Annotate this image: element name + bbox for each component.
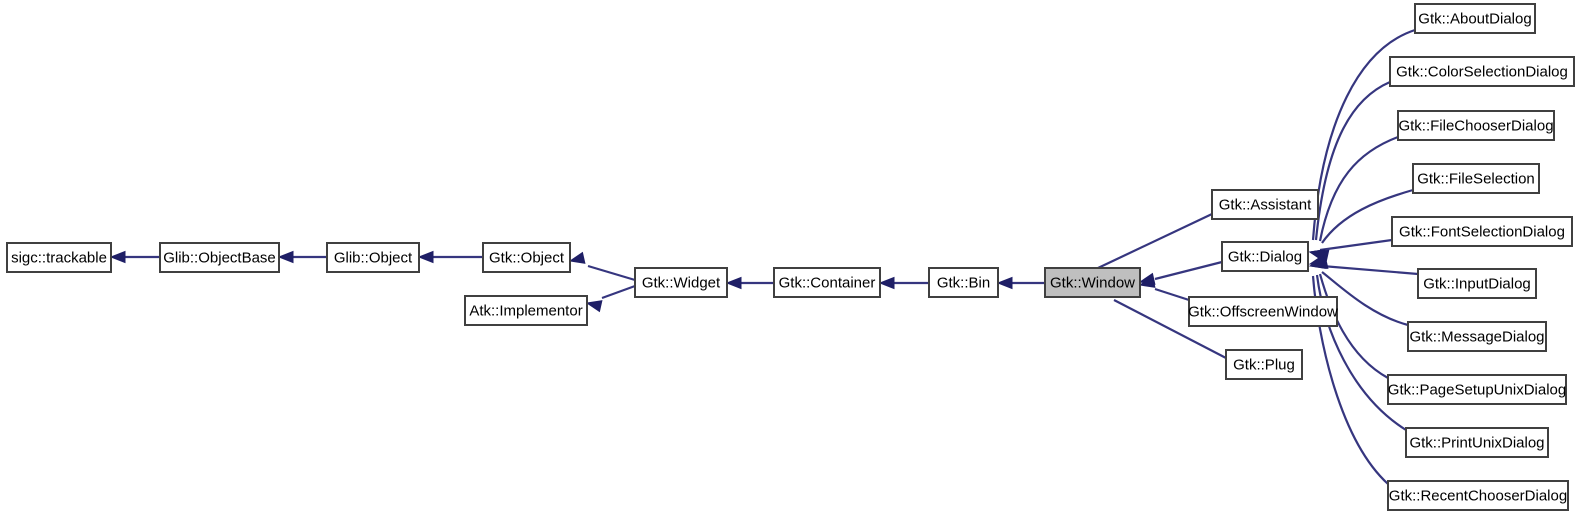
class-node-box[interactable] [464,295,588,326]
inheritance-arrow-icon [725,276,742,290]
inheritance-arrow-icon [1138,275,1156,288]
class-node-box[interactable] [1389,56,1575,87]
class-node-box[interactable] [1391,216,1573,247]
edge-gtk_widget-to-gtk_object [568,251,636,282]
class-node-sigc_trackable[interactable]: sigc::trackablesigc::trackable [6,242,112,273]
inheritance-arrow-icon [996,276,1013,290]
edge-gtk_offscreenwindow-to-gtk_window [1138,275,1190,302]
class-node-box[interactable] [6,242,112,273]
class-node-gtk_fontselectiondialog[interactable]: Gtk::FontSelectionDialogGtk::FontSelecti… [1391,216,1573,247]
edge-gtk_widget-to-atk_implementor [585,284,636,313]
class-node-box[interactable] [1397,110,1555,141]
inheritance-arrow-icon [277,250,294,264]
class-node-box[interactable] [326,242,420,273]
inheritance-arrow-icon [1308,256,1326,269]
class-node-gtk_recentchooserdialog[interactable]: Gtk::RecentChooserDialogGtk::RecentChoos… [1387,480,1569,511]
class-node-box[interactable] [1188,296,1338,327]
class-node-box[interactable] [1221,241,1309,272]
inheritance-arrow-icon [585,300,603,313]
class-node-atk_implementor[interactable]: Atk::ImplementorAtk::Implementor [464,295,588,326]
class-node-gtk_filechooserdialog[interactable]: Gtk::FileChooserDialogGtk::FileChooserDi… [1397,110,1555,141]
class-node-glib_object[interactable]: Glib::ObjectGlib::Object [326,242,420,273]
edge-gtk_window-to-gtk_bin [996,276,1045,290]
class-node-box[interactable] [1405,427,1549,458]
class-node-box[interactable] [159,242,280,273]
class-node-box[interactable] [1412,163,1540,194]
class-node-gtk_pagesetupunixdialog[interactable]: Gtk::PageSetupUnixDialogGtk::PageSetupUn… [1387,374,1567,405]
class-node-box[interactable] [1417,268,1537,299]
edge-gtk_container-to-gtk_widget [725,276,774,290]
class-node-box[interactable] [1044,267,1141,298]
edge-gtk_bin-to-gtk_container [878,276,929,290]
class-node-box[interactable] [1387,374,1567,405]
edge-glib_object-to-glib_objectbase [277,250,327,264]
class-node-box[interactable] [928,267,999,298]
edge-gtk_object-to-glib_object [417,250,483,264]
class-node-box[interactable] [1211,189,1319,220]
inheritance-arrow-icon [109,250,126,264]
class-node-box[interactable] [1407,321,1547,352]
inheritance-arrow-icon [417,250,434,264]
class-node-box[interactable] [1225,349,1303,380]
class-node-box[interactable] [773,267,881,298]
inheritance-arrow-icon [878,276,895,290]
class-node-box[interactable] [634,267,728,298]
class-node-box[interactable] [1414,3,1536,34]
inheritance-arrow-icon [568,251,586,264]
class-node-box[interactable] [1387,480,1569,511]
nodes-layer: sigc::trackablesigc::trackable Glib::Obje… [6,3,1575,511]
class-node-box[interactable] [482,242,571,273]
class-node-gtk_colorselectiondialog[interactable]: Gtk::ColorSelectionDialogGtk::ColorSelec… [1389,56,1575,87]
edge-glib_objectbase-to-sigc_trackable [109,250,160,264]
